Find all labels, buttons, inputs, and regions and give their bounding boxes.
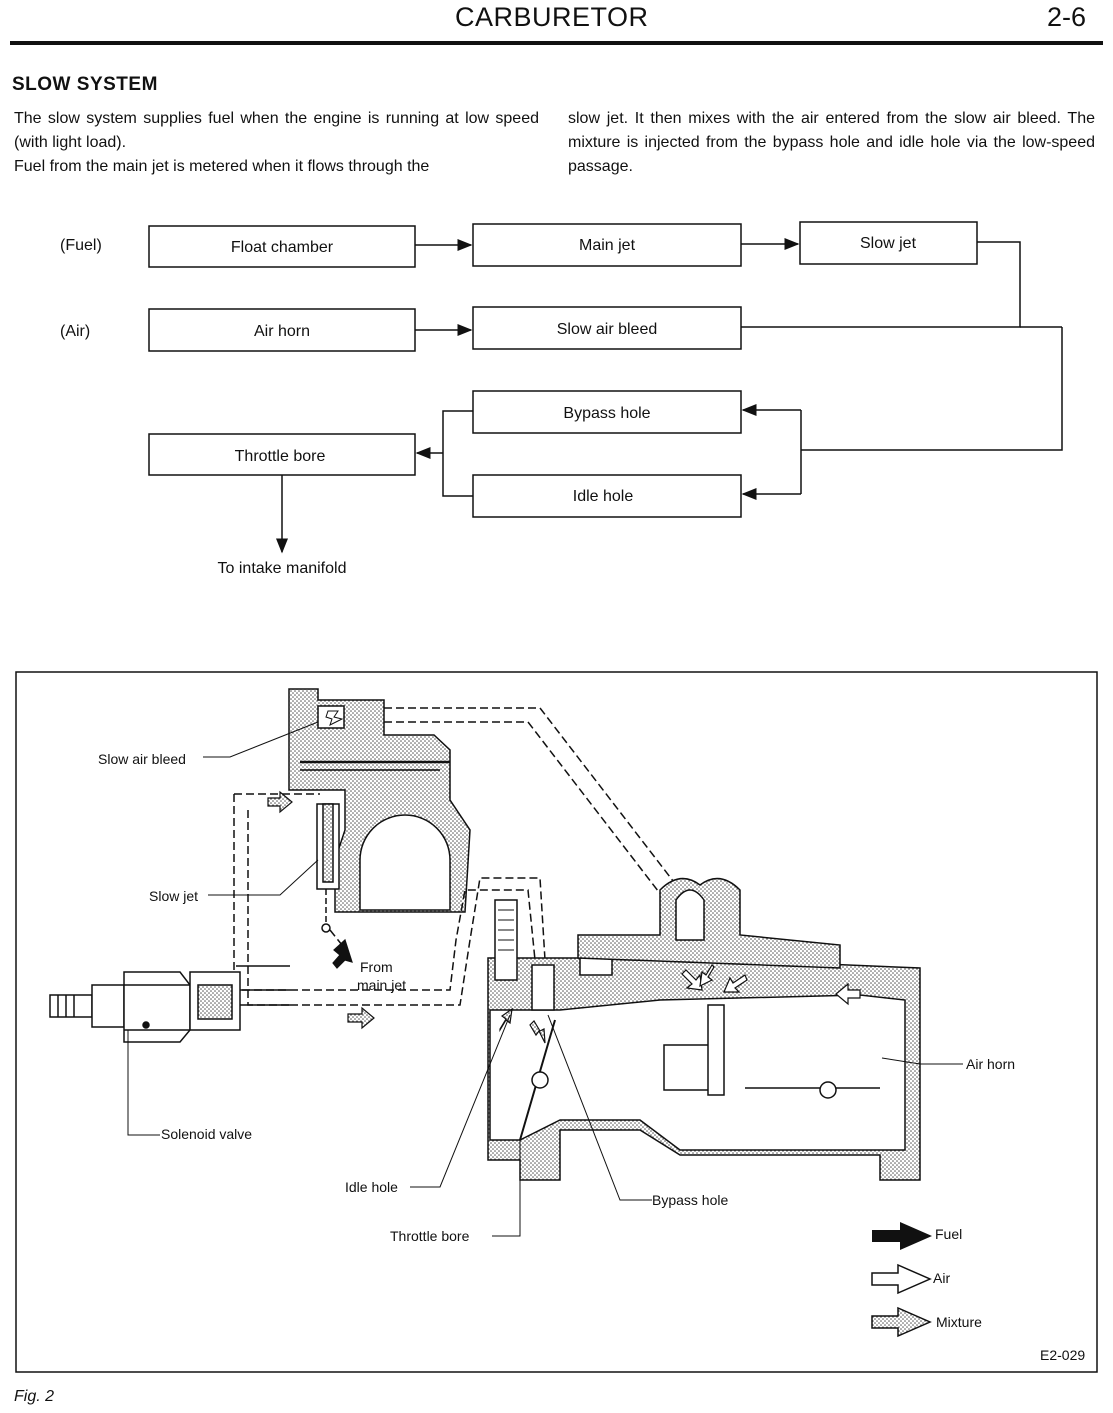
label-from-main-jet: main jet	[357, 977, 406, 993]
idle-hole-label: Idle hole	[573, 488, 634, 505]
paragraph: The slow system supplies fuel when the e…	[14, 110, 539, 151]
legend: Fuel Air Mixture E2-029	[871, 1222, 1085, 1363]
slow-jet-label: Slow jet	[860, 235, 917, 252]
slow-air-bleed-box	[472, 306, 742, 350]
flow-line	[801, 327, 1063, 451]
float-chamber-box	[148, 225, 416, 268]
text-column-right: slow jet. It then mixes with the air ent…	[568, 107, 1095, 179]
label-solenoid-valve: Solenoid valve	[161, 1126, 252, 1142]
bypass-hole-box	[472, 390, 742, 434]
air-arrow	[681, 969, 703, 991]
paragraph: Fuel from the main jet is metered when i…	[14, 158, 430, 175]
slow-jet-body	[288, 688, 471, 933]
bypass-hole-label: Bypass hole	[563, 405, 650, 422]
label-air-horn: Air horn	[966, 1056, 1015, 1072]
air-horn-label: Air horn	[254, 323, 310, 340]
air-row-label: (Air)	[60, 323, 90, 340]
legend-air-label: Air	[933, 1270, 950, 1286]
legend-air-arrow	[871, 1263, 932, 1295]
label-throttle-bore: Throttle bore	[390, 1228, 470, 1244]
section-title: SLOW SYSTEM	[12, 74, 158, 95]
mixture-arrow	[347, 1006, 375, 1030]
header-rule	[10, 41, 1103, 45]
label-idle-hole: Idle hole	[345, 1179, 398, 1195]
fuel-arrow	[332, 938, 353, 969]
page-header-title: CARBURETOR	[455, 2, 649, 32]
mixture-arrow	[267, 790, 293, 814]
carburetor-figure: Slow air bleed Slow jet From main jet So…	[15, 671, 1098, 1373]
throttle-body	[487, 877, 921, 1181]
flowchart: (Fuel) (Air) Float chamber M	[60, 221, 1063, 577]
intake-manifold-label: To intake manifold	[218, 560, 347, 577]
slow-air-bleed-label: Slow air bleed	[557, 321, 658, 338]
figure-code: E2-029	[1040, 1347, 1085, 1363]
label-from-main-jet: From	[360, 959, 393, 975]
air-arrow	[835, 982, 861, 1006]
fuel-row-label: (Fuel)	[60, 237, 102, 254]
flow-line	[442, 410, 473, 497]
label-bypass-hole: Bypass hole	[652, 1192, 728, 1208]
legend-fuel-arrow	[872, 1222, 932, 1250]
main-jet-label: Main jet	[579, 237, 636, 254]
mixture-arrow	[529, 1020, 546, 1044]
text-column-left: The slow system supplies fuel when the e…	[14, 107, 539, 179]
legend-mixture-label: Mixture	[936, 1314, 982, 1330]
legend-mixture-arrow	[871, 1306, 932, 1338]
figure-caption: Fig. 2	[14, 1388, 55, 1405]
air-arrow	[699, 964, 715, 988]
flow-line	[741, 241, 1021, 328]
main-jet-box	[472, 223, 742, 267]
figure-frame	[15, 671, 1098, 1373]
float-chamber-label: Float chamber	[231, 239, 334, 256]
air-arrow	[723, 974, 748, 993]
page-number: 2-6	[1047, 2, 1087, 32]
leader-lines	[127, 721, 963, 1237]
label-slow-air-bleed: Slow air bleed	[98, 751, 186, 767]
slow-jet-box	[799, 221, 978, 265]
mixture-arrow	[499, 1007, 513, 1033]
paragraph: slow jet. It then mixes with the air ent…	[568, 110, 1095, 175]
figure-flow-arrows	[267, 790, 861, 1044]
label-slow-jet: Slow jet	[149, 888, 198, 904]
legend-fuel-label: Fuel	[935, 1226, 962, 1242]
solenoid-valve	[49, 965, 290, 1043]
throttle-bore-label: Throttle bore	[235, 448, 326, 465]
